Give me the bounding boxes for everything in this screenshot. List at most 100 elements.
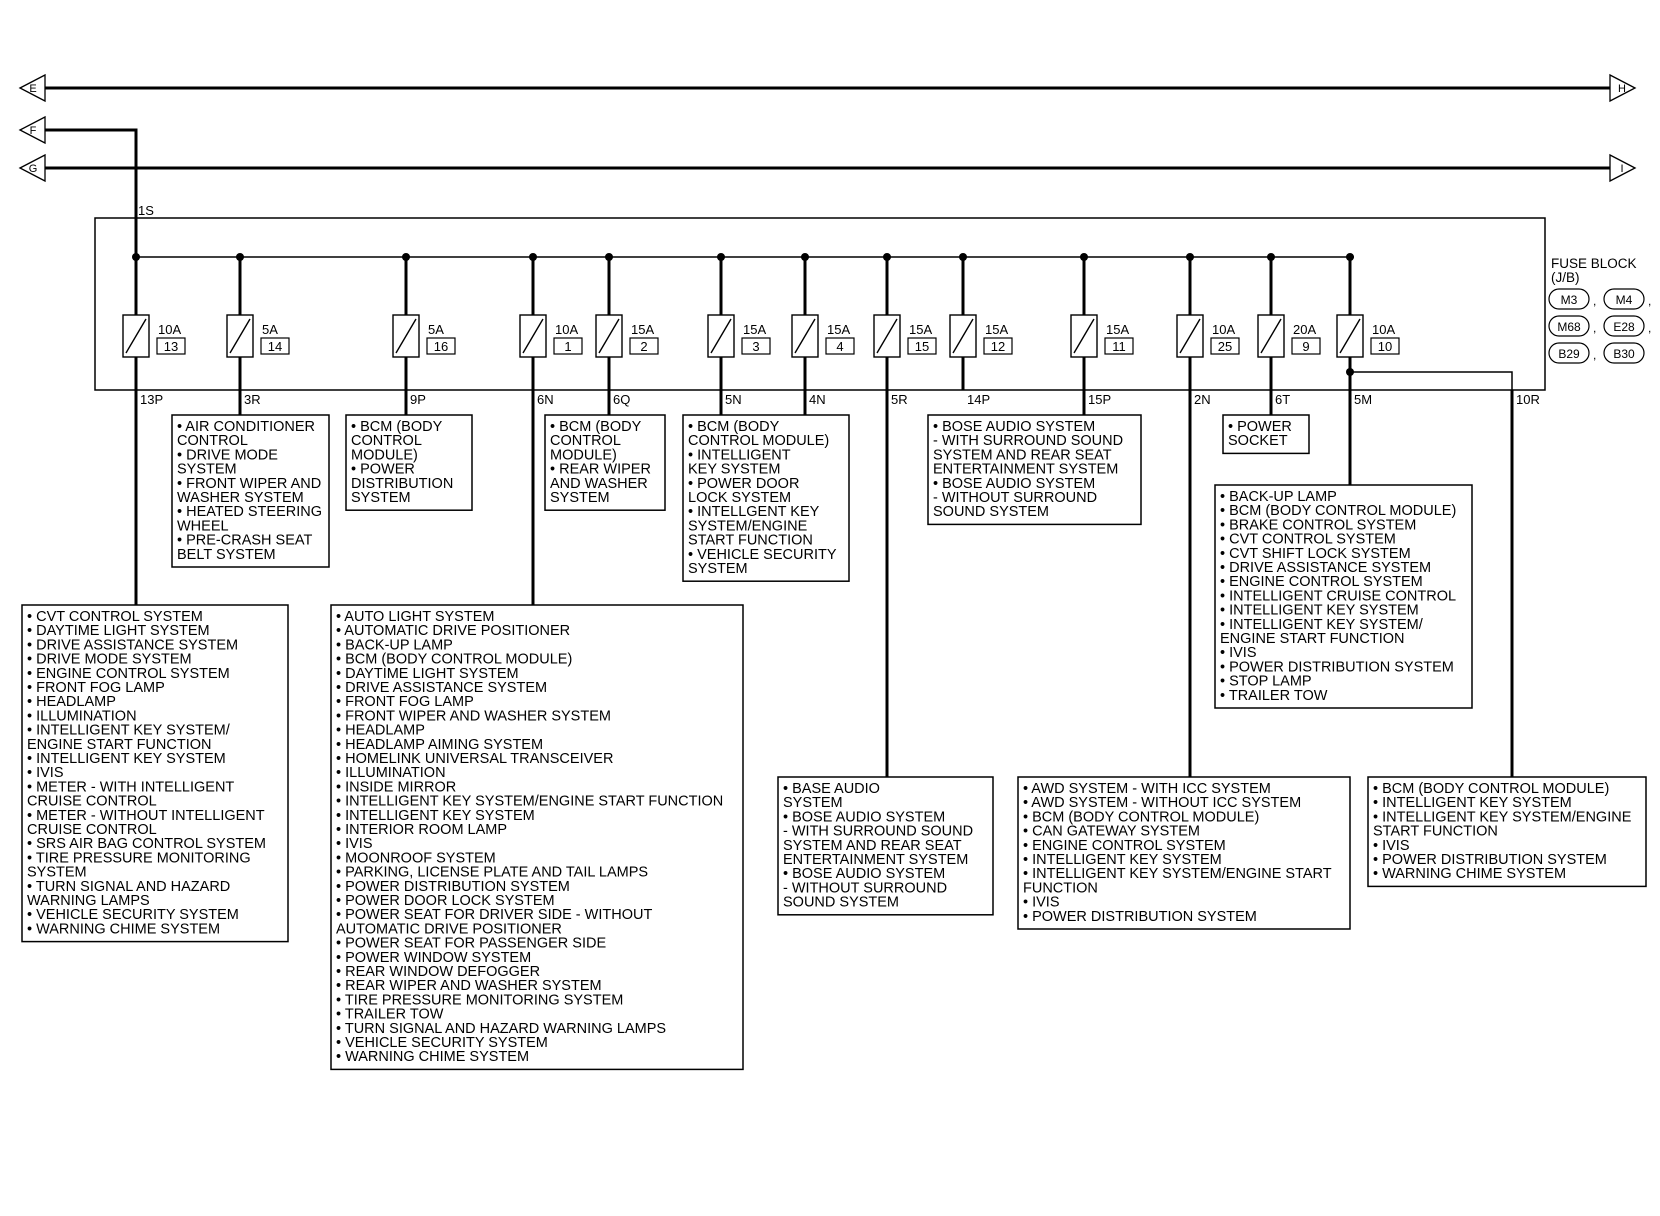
box-line: • INTELLIGENT KEY SYSTEM/ xyxy=(1220,617,1424,633)
box-line: LOCK SYSTEM xyxy=(688,490,791,506)
fuse-block-legend: FUSE BLOCK (J/B) M3,M4,M68,E28,B29,B30 xyxy=(1548,256,1651,364)
box-line: • ENGINE CONTROL SYSTEM xyxy=(27,666,230,682)
connector-separator: , xyxy=(1593,348,1596,362)
fuse-amp-2: 15A xyxy=(631,322,654,337)
box-line: • IVIS xyxy=(1023,895,1060,911)
connector-badge-b29 xyxy=(1548,342,1590,364)
box-line: • INTELLIGENT xyxy=(688,447,791,463)
fuse-number-box xyxy=(825,337,855,355)
fuse-number-13: 13 xyxy=(164,339,178,354)
fuse-number-box xyxy=(260,337,290,355)
box-line: CRUISE CONTROL xyxy=(27,794,157,810)
box-line: - WITH SURROUND SOUND xyxy=(783,824,973,840)
box-line: • INTELLIGENT KEY SYSTEM xyxy=(336,808,535,824)
box-line: BELT SYSTEM xyxy=(177,547,276,563)
fuse-number-2: 2 xyxy=(640,339,647,354)
box-line: • FRONT FOG LAMP xyxy=(27,680,165,696)
box-line: • INTELLIGENT KEY SYSTEM xyxy=(1373,795,1572,811)
fuse-element xyxy=(229,318,251,354)
connector-separator: , xyxy=(1648,294,1651,308)
box-line: • AWD SYSTEM - WITHOUT ICC SYSTEM xyxy=(1023,795,1301,811)
box-line: • BCM (BODY CONTROL MODULE) xyxy=(1220,503,1456,519)
box-frame xyxy=(544,414,666,511)
fuse-block-title: FUSE BLOCK xyxy=(1551,256,1637,271)
box-line: CONTROL MODULE) xyxy=(688,433,829,449)
box-frame xyxy=(330,604,744,1071)
box-line: SOUND SYSTEM xyxy=(783,895,899,911)
box-line: • BACK-UP LAMP xyxy=(336,637,453,653)
fuse-group: 10A1313P5A143R5A169P10A16N15A26Q15A35N15… xyxy=(122,253,1400,407)
fuse-element xyxy=(125,318,147,354)
box-line: • WARNING CHIME SYSTEM xyxy=(1373,866,1566,882)
box-line: CRUISE CONTROL xyxy=(27,822,157,838)
box-line: • TIRE PRESSURE MONITORING SYSTEM xyxy=(336,992,623,1008)
fuse-element xyxy=(1339,318,1361,354)
box-line: • TRAILER TOW xyxy=(1220,688,1328,704)
box-line: • BCM (BODY xyxy=(351,419,443,435)
wire-10r-internal xyxy=(1350,371,1513,390)
box-line: DISTRIBUTION xyxy=(351,476,453,492)
box-line: • INTELLIGENT KEY SYSTEM xyxy=(1220,603,1419,619)
box-line: • INTERIOR ROOM LAMP xyxy=(336,822,507,838)
box-line: SYSTEM xyxy=(550,490,610,506)
connector-label-b30: B30 xyxy=(1613,347,1635,361)
fuse-block-subtitle: (J/B) xyxy=(1551,270,1580,285)
fuse-number-12: 12 xyxy=(991,339,1005,354)
fuse-number-9: 9 xyxy=(1302,339,1309,354)
fuse-number-4: 4 xyxy=(836,339,843,354)
fuse-amp-9: 20A xyxy=(1293,322,1316,337)
box-line: • HEATED STEERING xyxy=(177,504,322,520)
fuse-number-15: 15 xyxy=(915,339,929,354)
box-line: • DRIVE MODE xyxy=(177,447,278,463)
box-line: • BOSE AUDIO SYSTEM xyxy=(783,809,945,825)
connector-label-m3: M3 xyxy=(1561,293,1578,307)
fuse-number-box xyxy=(1210,337,1240,355)
fuse-number-3: 3 xyxy=(752,339,759,354)
box-line: • INTELLIGENT KEY SYSTEM/ xyxy=(27,723,231,739)
box-line: • POWER SEAT FOR PASSENGER SIDE xyxy=(336,936,606,952)
box-line: • VEHICLE SECURITY SYSTEM xyxy=(27,907,239,923)
box-frame xyxy=(682,414,850,582)
fuse-number-box xyxy=(1370,337,1400,355)
box-frame xyxy=(21,604,289,943)
pin-label-4n: 4N xyxy=(809,392,826,407)
box-line: • POWER DISTRIBUTION SYSTEM xyxy=(1220,659,1454,675)
fuse-amp-11: 15A xyxy=(1106,322,1129,337)
box-line: WARNING LAMPS xyxy=(27,893,150,909)
box-line: • POWER DISTRIBUTION SYSTEM xyxy=(1373,852,1607,868)
box-line: • BACK-UP LAMP xyxy=(1220,489,1337,505)
box-line: • BCM (BODY xyxy=(550,419,642,435)
box-line: • BOSE AUDIO SYSTEM xyxy=(933,419,1095,435)
box-line: • REAR WIPER xyxy=(550,462,651,478)
box-line: • POWER xyxy=(351,462,415,478)
box-line: START FUNCTION xyxy=(1373,824,1498,840)
fuse-amp-25: 10A xyxy=(1212,322,1235,337)
box-line: • METER - WITH INTELLIGENT xyxy=(27,779,234,795)
box-line: • BOSE AUDIO SYSTEM xyxy=(783,866,945,882)
box-line: ENGINE START FUNCTION xyxy=(27,737,212,753)
box-line: • POWER DISTRIBUTION SYSTEM xyxy=(1023,909,1257,925)
box-line: • FRONT WIPER AND xyxy=(177,476,321,492)
fuse-element xyxy=(1073,318,1095,354)
fuse-amp-4: 15A xyxy=(827,322,850,337)
box-line: CONTROL xyxy=(351,433,422,449)
fuse-element xyxy=(952,318,974,354)
connector-badge-m4 xyxy=(1603,288,1645,310)
fuse-number-box xyxy=(1291,337,1321,355)
box-line: • HOMELINK UNIVERSAL TRANSCEIVER xyxy=(336,751,613,767)
destination-box-5: • POWER SOCKET xyxy=(1222,414,1310,455)
box-line: • INTELLIGENT KEY SYSTEM/ENGINE START FU… xyxy=(336,794,723,810)
box-frame xyxy=(345,414,473,511)
fuse-4: 15A 4 4N xyxy=(791,253,855,407)
pin-label-6q: 6Q xyxy=(613,392,630,407)
box-frame xyxy=(1222,414,1310,455)
pin-label-9p: 9P xyxy=(410,392,426,407)
box-frame xyxy=(171,414,330,568)
box-line: - WITHOUT SURROUND xyxy=(933,490,1097,506)
fuse-element xyxy=(395,318,417,354)
